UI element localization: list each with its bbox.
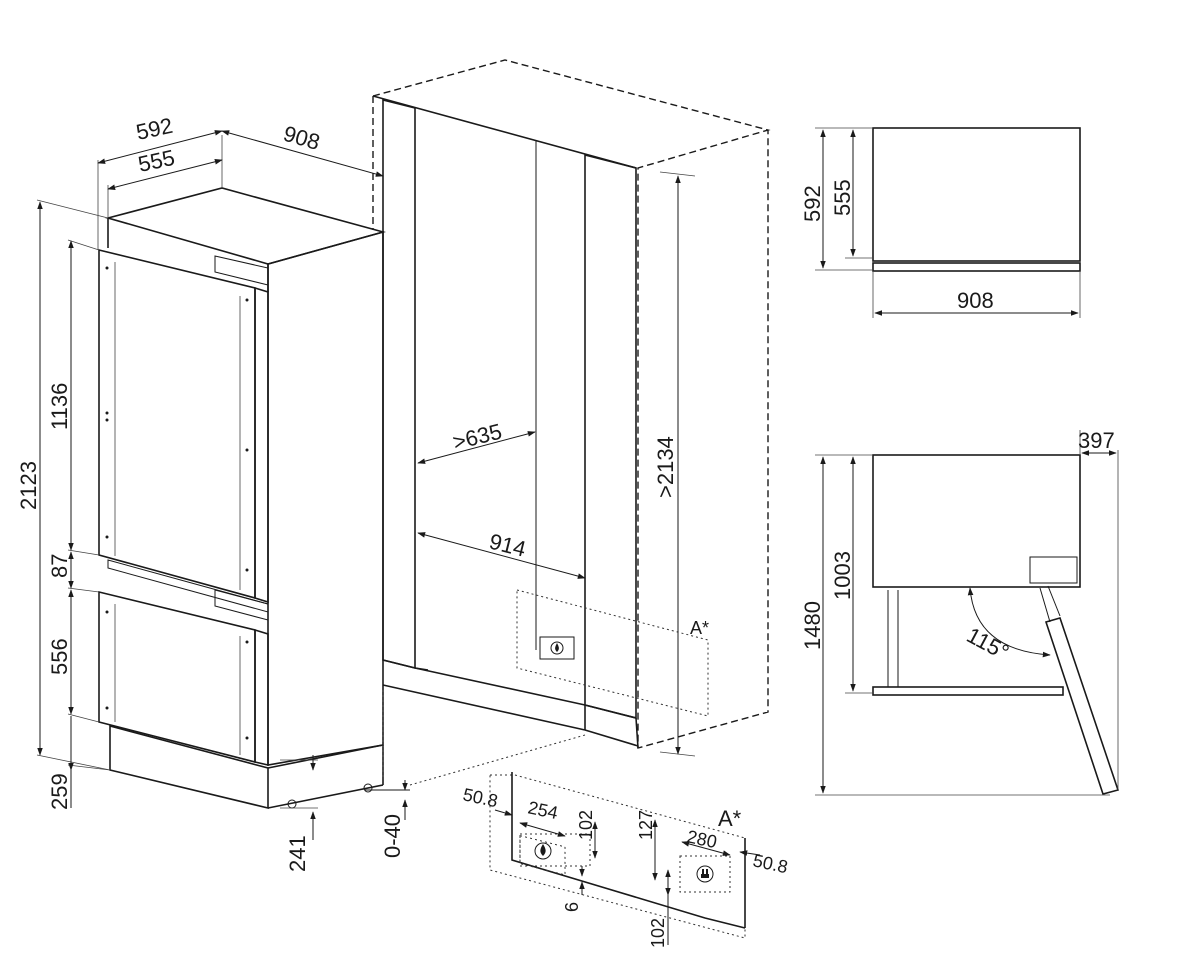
label-top-width: 908	[957, 288, 994, 313]
label-water-width: 254	[526, 797, 560, 823]
label-top-body-depth: 555	[830, 179, 855, 216]
label-door-clearance: 397	[1078, 428, 1115, 453]
label-niche-depth: >635	[450, 419, 504, 455]
label-width: 908	[281, 121, 323, 155]
label-opening-angle: 115°	[963, 622, 1013, 665]
water-drop-icon	[534, 842, 552, 860]
niche-right-panel	[584, 153, 637, 720]
top-view: 592 555 908	[800, 127, 1081, 318]
label-side-total-height: 1480	[800, 601, 825, 650]
service-detail: 50.8 254 102 6 127 280 50.8 102 A*	[461, 772, 790, 948]
label-socket-width: 280	[685, 826, 719, 852]
wheel	[363, 783, 373, 793]
hinge-box	[1029, 556, 1078, 584]
side-view-base	[872, 686, 1064, 696]
water-connection	[539, 636, 575, 660]
label-socket-bottom: 102	[648, 918, 668, 948]
label-socket-height-top: 127	[636, 810, 656, 840]
appliance-view: 592 555 908 2123 1136 87 556 259 241 0-4…	[16, 113, 410, 872]
label-body-depth: 555	[136, 145, 177, 177]
service-area	[516, 589, 709, 717]
freezer-door	[98, 590, 256, 764]
label-top-total-depth: 592	[800, 185, 825, 222]
label-total-depth: 592	[134, 113, 175, 145]
cabinet-top	[104, 187, 387, 265]
service-detail-outline	[489, 774, 746, 939]
niche-outline	[372, 59, 771, 749]
label-bottom-gap: 6	[562, 902, 582, 912]
label-right-offset: 50.8	[751, 850, 789, 877]
label-left-offset: 50.8	[461, 784, 499, 811]
plinth	[109, 724, 269, 810]
label-fridge-door: 1136	[47, 383, 72, 430]
fridge-door	[98, 248, 256, 600]
label-service-area: A*	[690, 618, 709, 638]
niche-view: A* >635 914 >2134	[372, 59, 771, 786]
label-niche-height: >2134	[653, 436, 678, 498]
side-view: 115° 1480 1003 397	[800, 428, 1120, 796]
label-water-height: 102	[576, 810, 596, 840]
cabinet-side	[267, 230, 384, 766]
label-plinth: 259	[47, 773, 72, 810]
label-freezer-door: 556	[47, 638, 72, 675]
side-view-body	[872, 454, 1081, 588]
top-view-body	[872, 127, 1081, 262]
niche-left-panel	[382, 98, 416, 670]
open-door	[1044, 617, 1120, 795]
label-detail-title: A*	[718, 806, 742, 831]
label-foot-adjust: 0-40	[380, 814, 405, 858]
label-foot: 241	[285, 835, 310, 872]
label-total-height: 2123	[16, 461, 41, 510]
label-gap: 87	[47, 554, 72, 578]
water-drop-icon	[550, 641, 564, 655]
label-niche-width: 914	[487, 529, 529, 562]
top-view-door	[872, 262, 1081, 272]
label-side-body-height: 1003	[830, 551, 855, 600]
control-panel	[214, 255, 269, 286]
power-plug-icon	[696, 865, 714, 883]
